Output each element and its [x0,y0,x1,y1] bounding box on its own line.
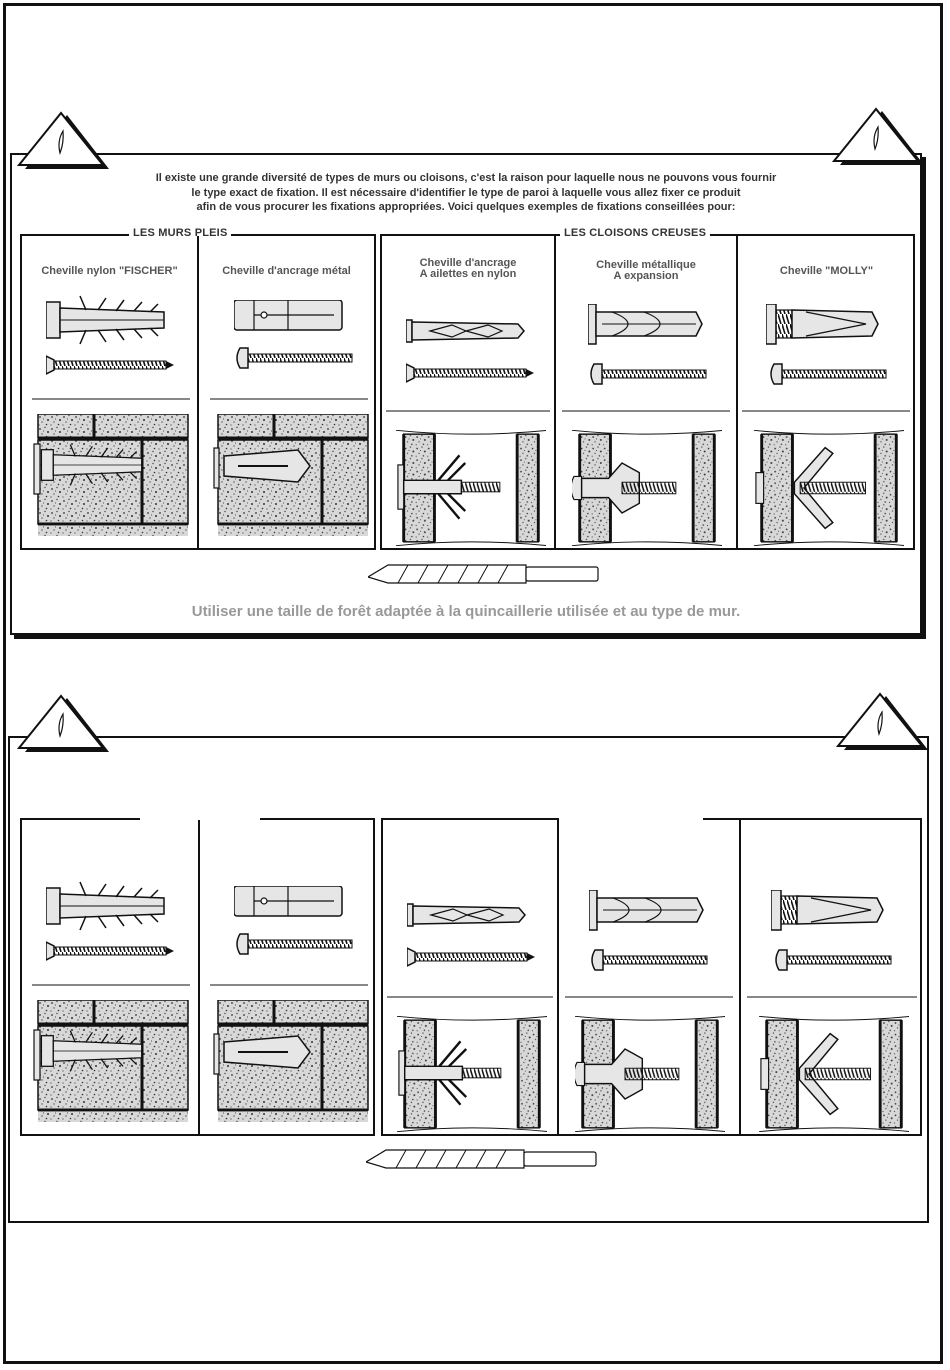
page-frame [3,3,943,1364]
solid-wall-metal-cutaway [213,414,370,538]
separator-rule [747,996,917,998]
hollow-wall-wing-cutaway [396,430,546,546]
separator-rule [32,984,190,986]
warning-triangle-icon [832,107,924,165]
separator-rule [32,398,190,400]
molly-plug-illustration [771,890,892,971]
drill-size-note: Utiliser une taille de forêt adaptée à l… [191,603,741,620]
caption-expansion-anchor: Cheville métallique A expansion [556,260,736,282]
drill-bit-icon [368,564,599,584]
warning-triangle-icon [17,111,109,169]
separator-rule [386,410,550,412]
hollow-walls-group: LES CLOISONS CREUSES Cheville d'ancrage … [380,227,915,550]
warning-triangle-icon [17,694,109,752]
separator-rule [387,996,553,998]
caption-metal-anchor: Cheville d'ancrage métal [222,265,351,277]
intro-line-3: afin de vous procurer les fixations appr… [196,201,736,213]
separator-rule [562,410,730,412]
separator-rule [742,410,910,412]
intro-line-1: Il existe une grande diversité de types … [155,172,777,184]
separator-rule [210,398,368,400]
column-divider [198,820,200,1134]
solid-wall-nylon-cutaway [33,1000,190,1124]
column-divider [736,236,738,548]
molly-plug-illustration [766,304,887,385]
metal-sleeve-illustration [234,300,353,369]
caption-nylon-fischer: Cheville nylon "FISCHER" [41,265,178,277]
solid-walls-group [20,817,375,1136]
solid-wall-metal-cutaway [213,1000,370,1124]
intro-line-2: le type exact de fixation. Il est nécess… [191,186,741,199]
hollow-wall-expansion-cutaway [575,1016,725,1132]
hollow-wall-molly-cutaway [754,430,904,546]
caption-wing-anchor-line-2: A ailettes en nylon [419,268,517,280]
caption-wing-anchor-line-1: Cheville d'ancrage [419,257,517,269]
drill-bit-icon [366,1149,597,1169]
expansion-plug-illustration [589,890,708,971]
caption-expansion-line-1: Cheville métallique [596,259,696,271]
group-title-gap [140,817,260,822]
caption-molly: Cheville "MOLLY" [779,265,874,277]
group-title-gap [559,817,703,822]
solid-wall-nylon-cutaway [33,414,190,538]
solid-walls-group: LES MURS PLEIS Cheville nylon "FISCHER" … [20,227,376,550]
separator-rule [565,996,733,998]
intro-text: Il existe une grande diversité de types … [12,171,920,215]
expansion-plug-illustration [588,304,707,385]
caption-wing-anchor: Cheville d'ancrage A ailettes en nylon [382,258,554,280]
separator-rule [210,984,368,986]
column-divider [739,820,741,1134]
hollow-wall-wing-cutaway [397,1016,547,1132]
fixation-panel-top: Il existe une grande diversité de types … [10,153,922,635]
wing-plug-illustration [406,319,535,383]
caption-expansion-line-2: A expansion [613,270,679,282]
solid-walls-title: LES MURS PLEIS [129,227,232,239]
wing-plug-illustration [407,903,536,967]
warning-triangle-icon [836,692,928,750]
nylon-plug-illustration [46,881,175,961]
column-divider [557,820,559,1134]
nylon-plug-illustration [46,295,175,375]
hollow-walls-group [381,817,922,1136]
metal-sleeve-illustration [234,886,353,955]
hollow-wall-molly-cutaway [759,1016,909,1132]
column-divider [554,236,556,548]
hollow-wall-expansion-cutaway [572,430,722,546]
column-divider [197,236,199,548]
hollow-walls-title: LES CLOISONS CREUSES [560,227,711,239]
fixation-panel-bottom [8,736,929,1223]
